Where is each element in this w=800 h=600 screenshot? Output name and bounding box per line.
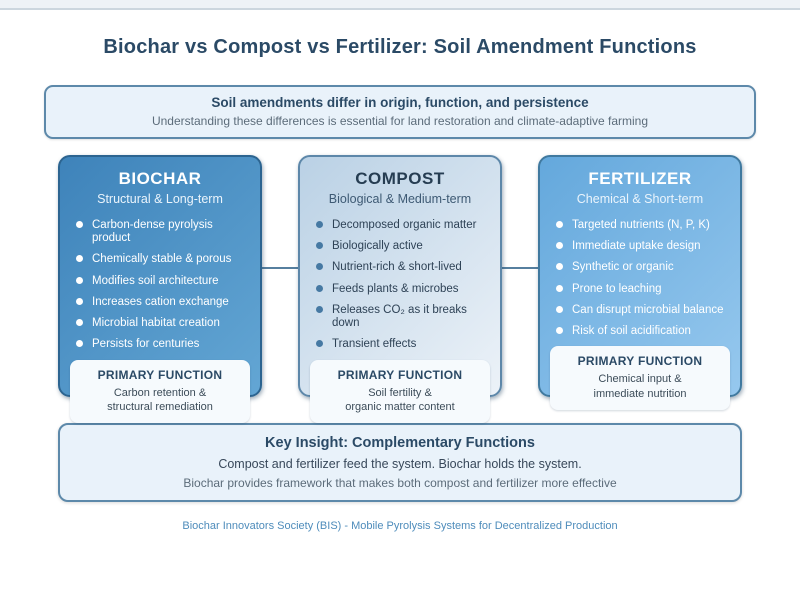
bullet-dot-icon xyxy=(556,221,563,228)
bullet-text: Persists for centuries xyxy=(92,338,200,351)
primary-function-text: Soil fertility & xyxy=(368,386,432,399)
bullet-text: Nutrient-rich & short-lived xyxy=(332,261,462,274)
list-item: Microbial habitat creation xyxy=(76,317,250,330)
bullet-text: Decomposed organic matter xyxy=(332,219,477,231)
bullet-text: Feeds plants & microbes xyxy=(332,282,459,295)
bullet-dot-icon xyxy=(76,221,83,228)
bullet-dot-icon xyxy=(76,319,83,327)
list-item: Modifies soil architecture xyxy=(76,275,250,288)
list-item: Carbon-dense pyrolysis product xyxy=(76,219,250,245)
bullet-dot-icon xyxy=(316,263,323,271)
bullet-text: Microbial habitat creation xyxy=(92,317,220,330)
banner-heading: Soil amendments differ in origin, functi… xyxy=(211,95,589,110)
bullet-dot-icon xyxy=(556,242,563,250)
bullet-text: Carbon-dense pyrolysis product xyxy=(92,219,213,245)
list-item: Nutrient-rich & short-lived xyxy=(316,261,490,274)
bullet-text: Prone to leaching xyxy=(572,282,662,295)
intro-banner: Soil amendments differ in origin, functi… xyxy=(44,85,756,139)
bullet-dot-icon xyxy=(556,284,563,292)
list-item: Can disrupt microbial balance xyxy=(556,304,730,317)
key-insight-box: Key Insight: Complementary Functions Com… xyxy=(58,423,742,502)
key-insight-heading: Key Insight: Complementary Functions xyxy=(265,435,535,451)
bullet-dot-icon xyxy=(556,305,563,313)
bullet-dot-icon xyxy=(76,276,83,284)
list-item: Persists for centuries xyxy=(76,338,250,351)
biochar-card-title: BIOCHAR xyxy=(118,169,202,188)
primary-function-text: Chemical input & xyxy=(598,373,682,386)
comparison-cards-row: BIOCHAR Structural & Long-term Carbon-de… xyxy=(58,155,742,424)
bullet-text: Risk of soil acidification xyxy=(572,325,691,338)
biochar-card: BIOCHAR Structural & Long-term Carbon-de… xyxy=(58,155,262,424)
list-item: Targeted nutrients (N, P, K) xyxy=(556,219,730,232)
biochar-primary-function-box: PRIMARY FUNCTION Carbon retention & stru… xyxy=(70,359,250,424)
fertilizer-card: FERTILIZER Chemical & Short-term Targete… xyxy=(538,155,742,410)
compost-bullet-list: Decomposed organic matter Biologically a… xyxy=(310,219,490,360)
list-item: Chemically stable & porous xyxy=(76,253,250,266)
bullet-dot-icon xyxy=(316,242,323,250)
key-insight-line1: Compost and fertilizer feed the system. … xyxy=(218,457,582,471)
list-item: Feeds plants & microbes xyxy=(316,283,490,296)
bullet-text: Modifies soil architecture xyxy=(92,274,219,287)
primary-function-label: PRIMARY FUNCTION xyxy=(337,367,463,382)
top-edge-strip xyxy=(0,0,800,10)
bullet-text: Targeted nutrients (N, P, K) xyxy=(572,219,710,231)
bullet-text: Releases CO₂ as it breaks down xyxy=(332,303,467,330)
primary-function-text: structural remediation xyxy=(107,400,213,413)
bullet-dot-icon xyxy=(316,284,323,292)
fertilizer-primary-function-box: PRIMARY FUNCTION Chemical input & immedi… xyxy=(550,346,730,410)
bullet-dot-icon xyxy=(316,221,323,228)
list-item: Releases CO₂ as it breaks down xyxy=(316,304,490,330)
list-item: Biologically active xyxy=(316,240,490,253)
biochar-card-subtitle: Structural & Long-term xyxy=(97,192,223,206)
bullet-text: Can disrupt microbial balance xyxy=(572,303,724,316)
bullet-dot-icon xyxy=(556,327,563,335)
list-item: Decomposed organic matter xyxy=(316,219,490,232)
biochar-bullet-list: Carbon-dense pyrolysis product Chemicall… xyxy=(70,219,250,360)
bullet-dot-icon xyxy=(556,263,563,271)
footer-attribution: Biochar Innovators Society (BIS) - Mobil… xyxy=(182,520,618,532)
bullet-text: Biologically active xyxy=(332,240,423,253)
fertilizer-card-subtitle: Chemical & Short-term xyxy=(576,192,704,206)
bullet-text: Synthetic or organic xyxy=(572,261,674,274)
list-item: Prone to leaching xyxy=(556,283,730,296)
list-item: Synthetic or organic xyxy=(556,261,730,274)
fertilizer-card-title: FERTILIZER xyxy=(588,169,692,188)
fertilizer-bullet-list: Targeted nutrients (N, P, K) Immediate u… xyxy=(550,219,730,346)
primary-function-text: Carbon retention & xyxy=(113,386,207,399)
primary-function-label: PRIMARY FUNCTION xyxy=(577,354,703,369)
banner-subheading: Understanding these differences is essen… xyxy=(151,114,649,128)
bullet-text: Immediate uptake design xyxy=(572,240,701,253)
bullet-dot-icon xyxy=(76,297,83,305)
list-item: Transient effects xyxy=(316,338,490,351)
bullet-text: Chemically stable & porous xyxy=(92,253,232,266)
bullet-dot-icon xyxy=(76,340,83,348)
page-title: Biochar vs Compost vs Fertilizer: Soil A… xyxy=(103,36,697,58)
compost-primary-function-box: PRIMARY FUNCTION Soil fertility & organi… xyxy=(310,359,490,424)
compost-card: COMPOST Biological & Medium-term Decompo… xyxy=(298,155,502,424)
bullet-dot-icon xyxy=(76,255,83,263)
bullet-text: Increases cation exchange xyxy=(92,295,229,308)
list-item: Immediate uptake design xyxy=(556,240,730,253)
list-item: Risk of soil acidification xyxy=(556,325,730,338)
primary-function-text: organic matter content xyxy=(345,400,455,413)
compost-card-title: COMPOST xyxy=(355,169,445,188)
bullet-dot-icon xyxy=(316,340,323,348)
primary-function-text: immediate nutrition xyxy=(593,387,687,400)
bullet-text: Transient effects xyxy=(332,338,417,351)
primary-function-label: PRIMARY FUNCTION xyxy=(97,367,223,382)
bullet-dot-icon xyxy=(316,305,323,313)
compost-card-subtitle: Biological & Medium-term xyxy=(328,192,472,206)
list-item: Increases cation exchange xyxy=(76,296,250,309)
key-insight-line2: Biochar provides framework that makes bo… xyxy=(183,476,617,490)
